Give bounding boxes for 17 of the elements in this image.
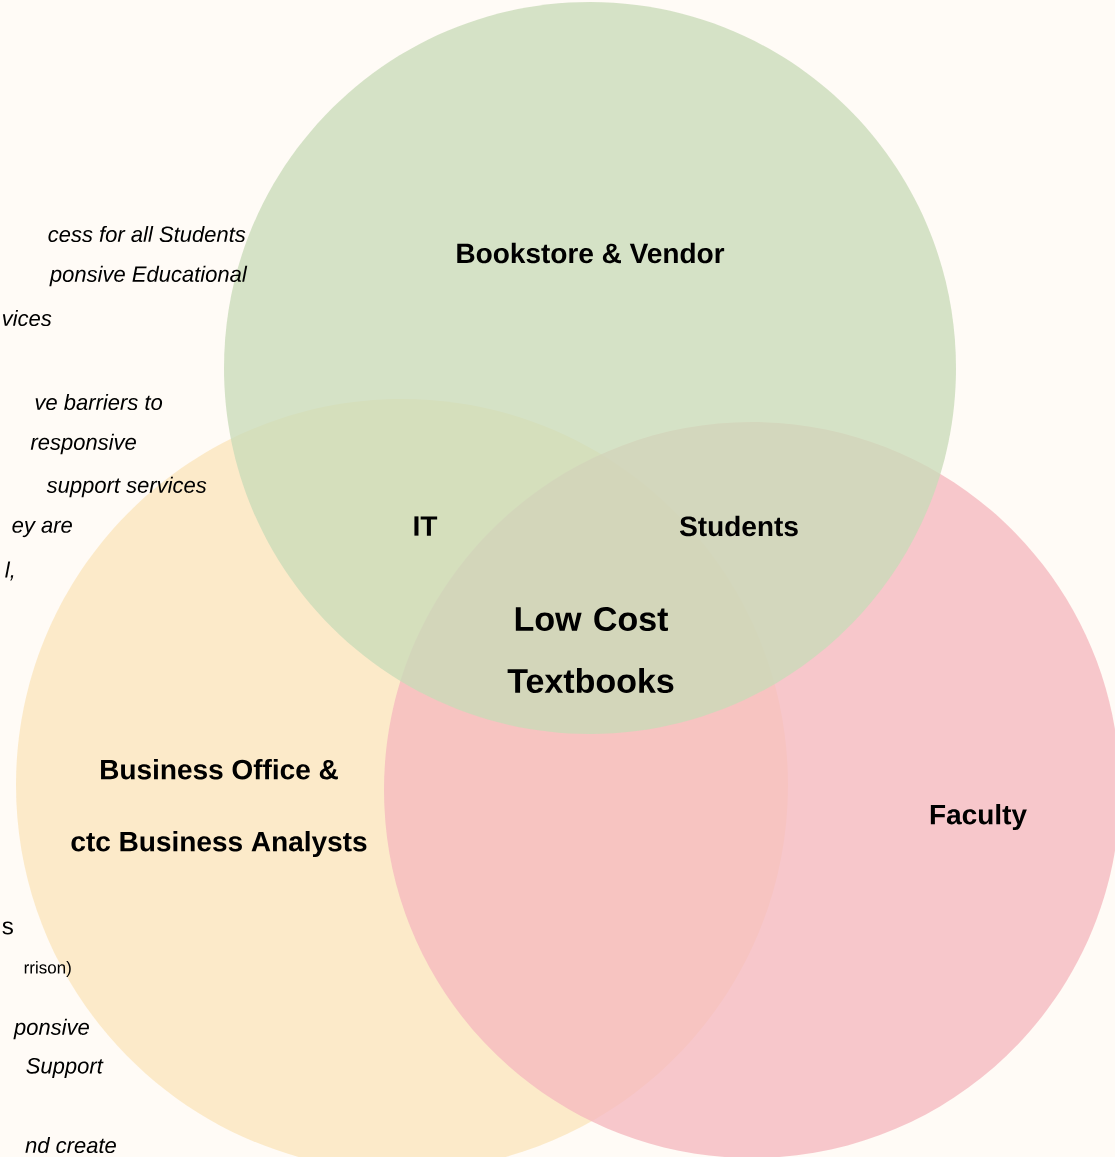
circle-label: Business Office & ctc Business Analysts xyxy=(71,758,367,858)
note-text: nd create xyxy=(25,1136,116,1154)
note-text: ponsive Educational xyxy=(49,265,248,287)
note-text: support services xyxy=(46,476,207,498)
overlap-label: Students xyxy=(679,515,798,537)
note-text: ve barriers to xyxy=(35,393,163,411)
note-text: rrison) xyxy=(24,961,71,977)
overlap-label: IT xyxy=(414,516,438,536)
note-text: responsive xyxy=(30,433,136,455)
circle-label: Faculty xyxy=(930,803,1027,831)
note-text: cess for all Students xyxy=(48,225,246,243)
circle-label: Bookstore & Vendor xyxy=(457,242,725,264)
note-text: ponsive xyxy=(13,1018,89,1040)
note-text: ey are xyxy=(12,520,72,538)
note-text: vices xyxy=(2,309,52,327)
note-text: Support xyxy=(26,1058,104,1078)
center-label: Low Cost Textbooks xyxy=(507,606,674,694)
